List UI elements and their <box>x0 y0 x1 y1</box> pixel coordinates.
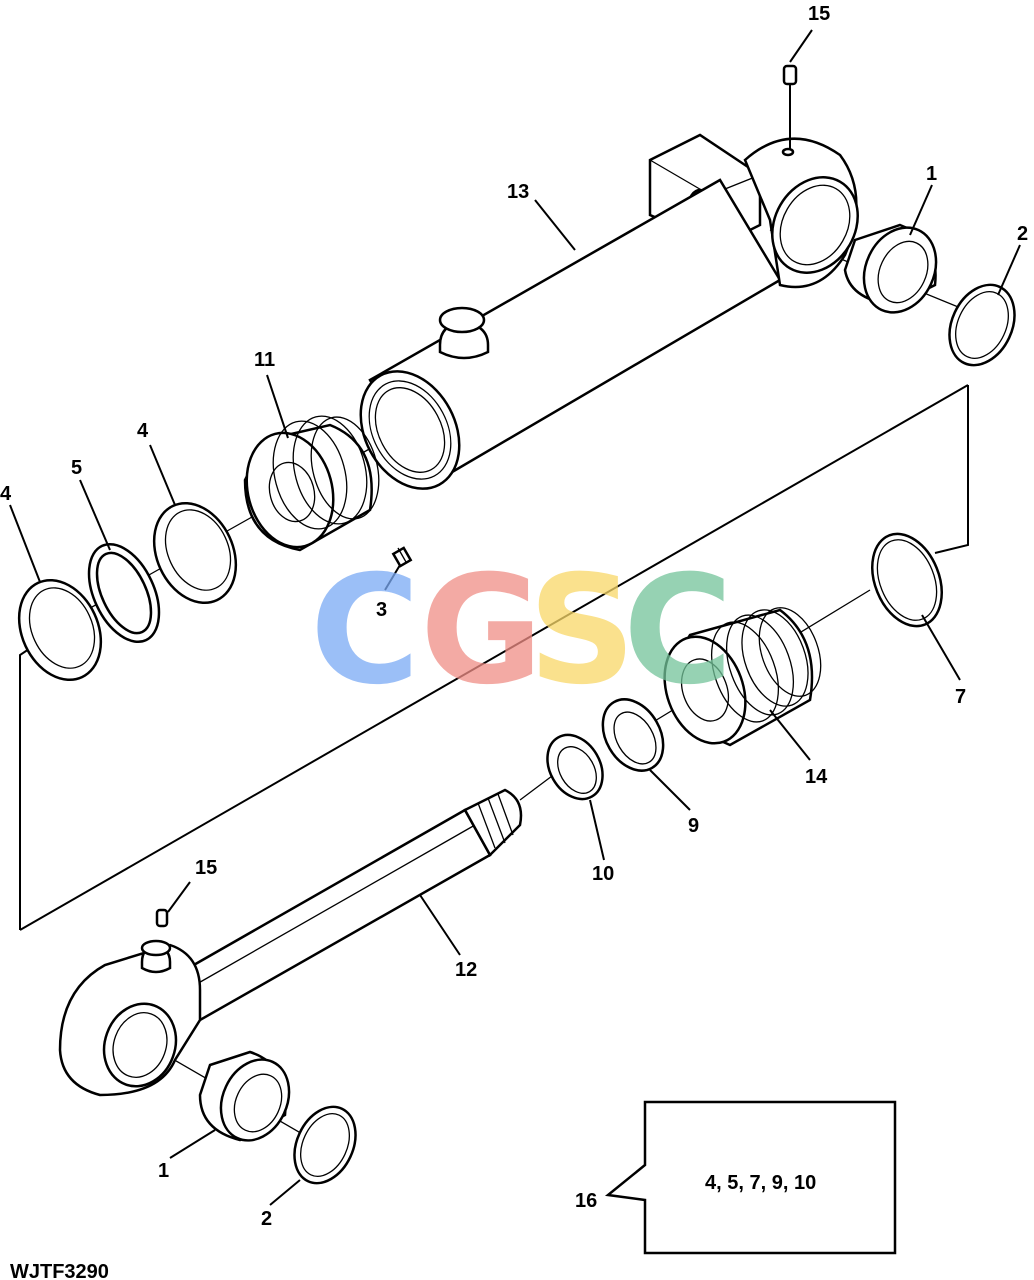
bushing-top <box>843 223 938 314</box>
callout-15-top: 15 <box>808 3 830 25</box>
watermark-letter-c1: C <box>310 544 420 718</box>
watermark-letter-s: S <box>528 544 636 718</box>
leader-lines <box>9 29 1021 1206</box>
piston-seal <box>87 542 161 644</box>
kit-contents-text: 4, 5, 7, 9, 10 <box>705 1172 816 1194</box>
callout-2-bottom: 2 <box>261 1208 272 1230</box>
wear-ring-mid <box>152 501 238 605</box>
callout-labels: 15 13 1 2 11 4 5 4 3 7 14 9 10 15 12 1 2 <box>0 3 1028 1230</box>
callout-3: 3 <box>376 599 387 621</box>
callout-9: 9 <box>688 815 699 837</box>
piston <box>243 415 380 552</box>
wear-ring-left <box>17 578 103 682</box>
callout-4-left: 4 <box>0 483 12 505</box>
grease-fitting-bottom <box>155 881 191 928</box>
wiper-seal <box>601 698 665 772</box>
callout-1-bottom: 1 <box>158 1160 169 1182</box>
seal-kit-box: 16 4, 5, 7, 9, 10 <box>575 1100 897 1255</box>
callout-10: 10 <box>592 863 614 885</box>
callout-7: 7 <box>955 686 966 708</box>
callout-1-top: 1 <box>926 163 937 185</box>
piston-rod <box>58 788 523 1097</box>
callout-14: 14 <box>805 766 828 788</box>
callout-5: 5 <box>71 457 82 479</box>
grease-fitting-top <box>782 64 798 150</box>
callout-13: 13 <box>507 181 529 203</box>
figure-code: WJTF3290 <box>10 1261 109 1280</box>
watermark-logo: C G S C <box>310 544 733 718</box>
snap-ring-top <box>948 283 1016 367</box>
o-ring <box>871 532 943 628</box>
watermark-letter-c2: C <box>623 544 733 718</box>
rod-seal <box>546 733 604 801</box>
callout-16: 16 <box>575 1190 597 1212</box>
callout-11: 11 <box>254 349 275 371</box>
bushing-bottom <box>198 1050 291 1142</box>
callout-4-mid: 4 <box>137 420 149 442</box>
cylinder-barrel <box>359 133 859 490</box>
callout-15-bottom: 15 <box>195 857 217 879</box>
callout-12: 12 <box>455 959 477 981</box>
watermark-letter-g: G <box>420 544 543 718</box>
snap-ring-bottom <box>293 1105 357 1185</box>
callout-2-top: 2 <box>1017 223 1028 245</box>
set-screw <box>391 546 413 568</box>
rod-gland <box>663 607 822 747</box>
